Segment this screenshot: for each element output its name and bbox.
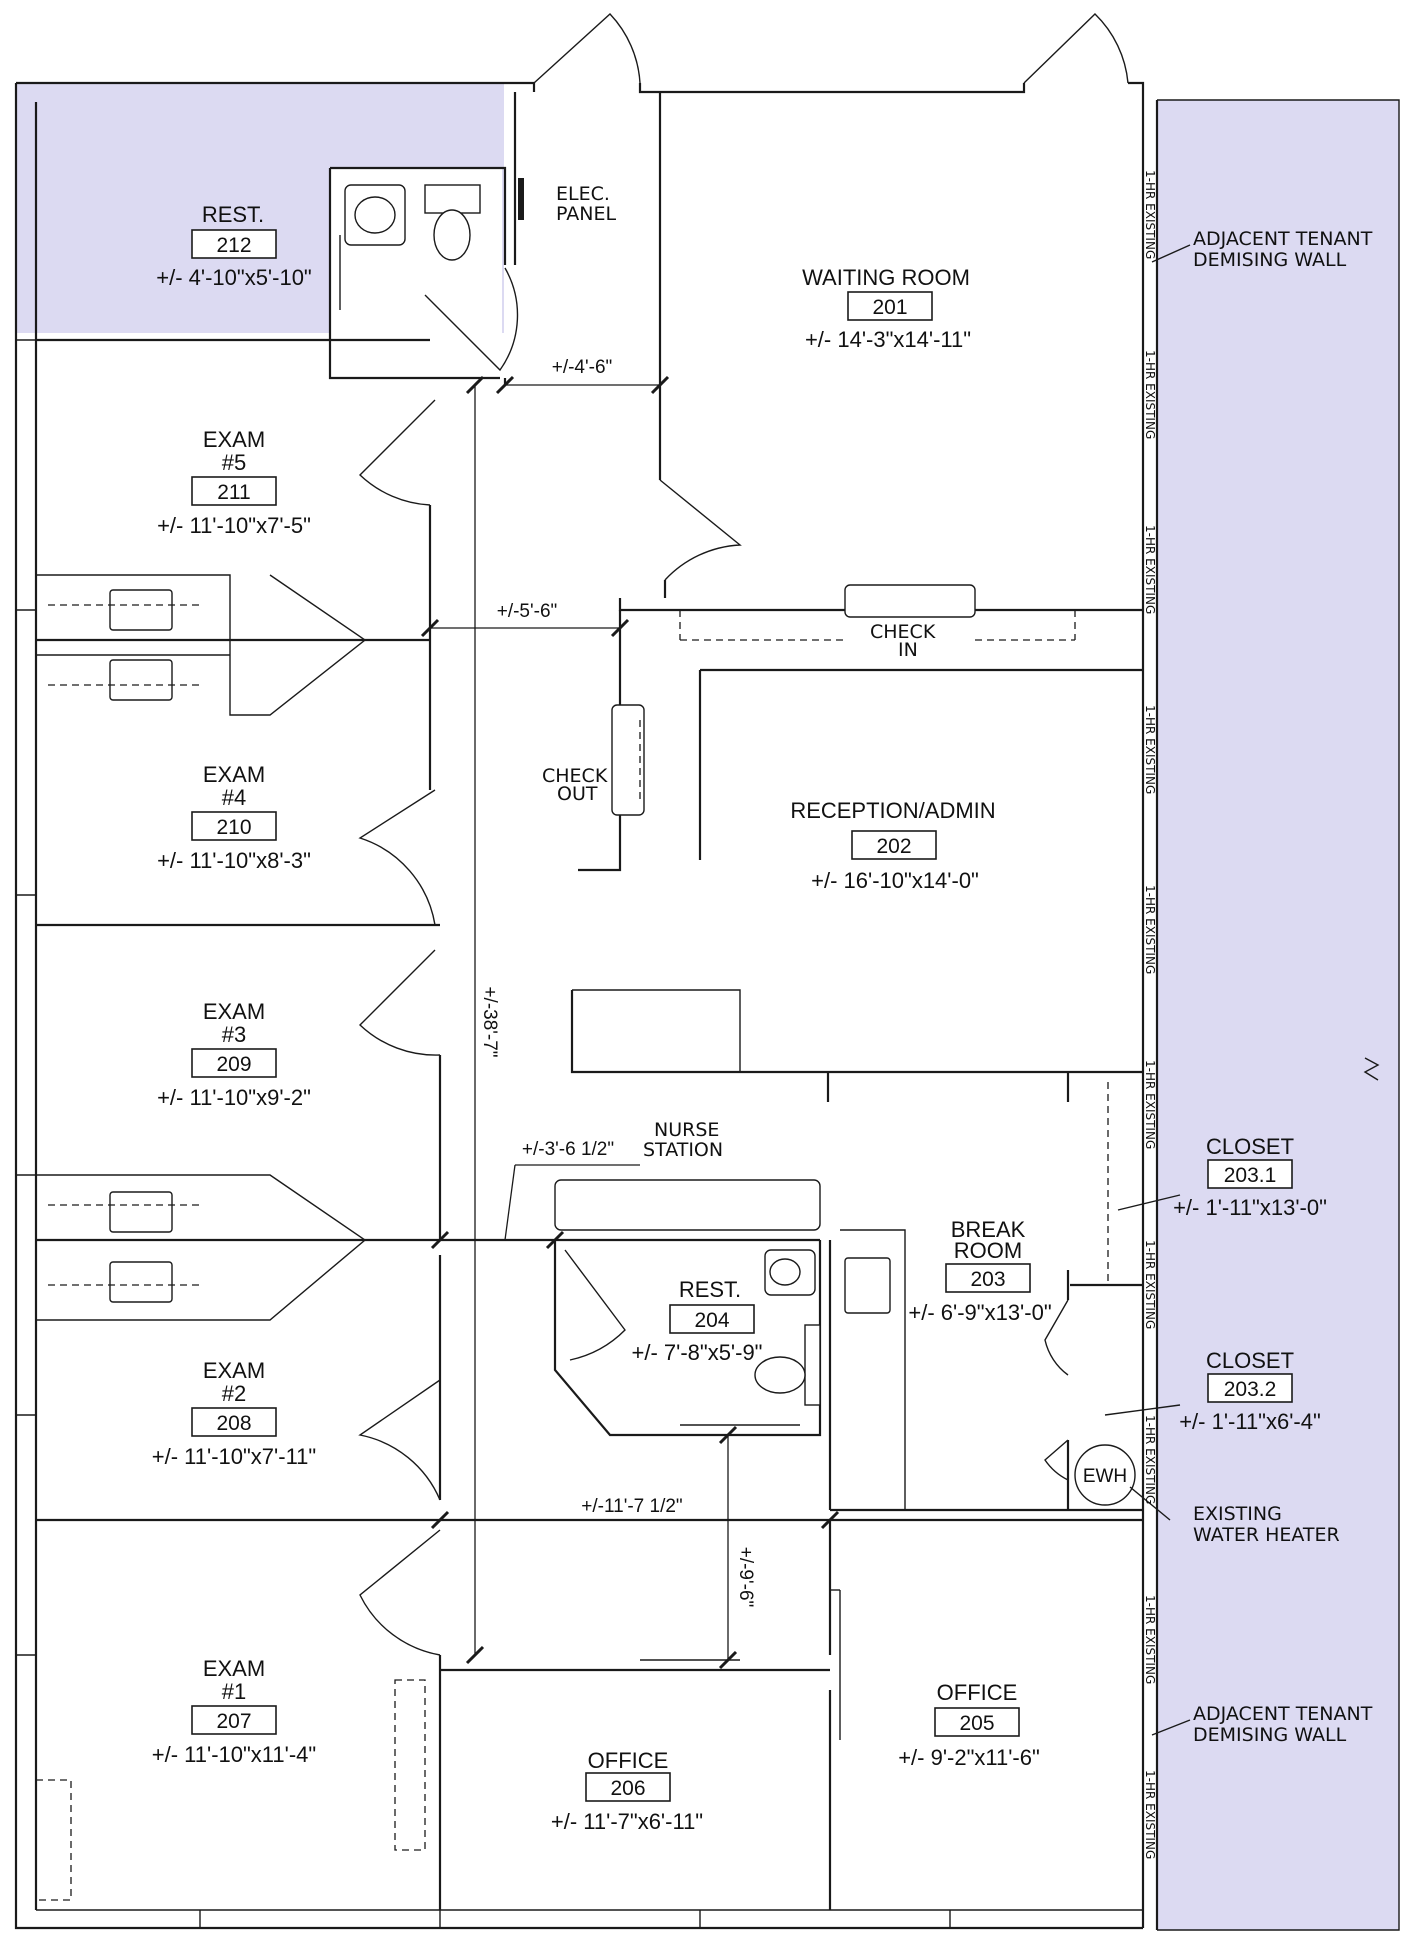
room-sub-exam1: #1 [222,1679,246,1704]
entry-doors [533,13,1129,84]
water-heater-label-1: EXISTING [1193,1503,1282,1525]
room-sub-exam5: #5 [222,450,246,475]
room-size-203-1: +/- 1'-11"x13'-0" [1173,1195,1327,1220]
room-number-209: 209 [216,1053,251,1076]
room-name-closet2: CLOSET [1206,1348,1294,1373]
check-out-label-2: OUT [557,783,598,805]
restroom-212-walls [328,92,519,380]
wall-note-4: 1-HR EXISTING [1143,705,1157,794]
adjacent-tenant-label-top-1: ADJACENT TENANT [1193,228,1373,250]
elec-panel-label-1: ELEC. [556,183,610,205]
room-number-207: 207 [216,1710,251,1733]
wall-note-3: 1-HR EXISTING [1143,525,1157,614]
dimension-38-7: +/-38'-7" [479,986,500,1057]
room-size-202: +/- 16'-10"x14'-0" [811,868,979,893]
adjacent-tenant-label-bottom-1: ADJACENT TENANT [1193,1703,1373,1725]
interior-walls [35,92,1143,1910]
room-number-210: 210 [216,816,251,839]
wall-note-9: 1-HR EXISTING [1143,1595,1157,1684]
room-number-203-1: 203.1 [1224,1164,1277,1187]
room-number-203-2: 203.2 [1224,1378,1277,1401]
room-number-208: 208 [216,1412,251,1435]
room-sub-exam2: #2 [222,1381,246,1406]
room-name-reception: RECEPTION/ADMIN [790,798,995,823]
leader-lines [1104,244,1380,1736]
room-size-206: +/- 11'-7"x6'-11" [551,1809,703,1834]
water-heater-label-2: WATER HEATER [1193,1524,1340,1546]
room-size-203: +/- 6'-9"x13'-0" [908,1300,1051,1325]
nurse-station-counter [554,1179,821,1231]
room-number-204: 204 [694,1309,729,1332]
adjacent-tenant-label-top-2: DEMISING WALL [1193,249,1347,271]
dimension-9-6: +/-9'-6" [735,1547,756,1608]
adjacent-tenant-area [1157,100,1399,1930]
room-size-212: +/- 4'-10"x5'-10" [156,265,311,290]
room-size-208: +/- 11'-10"x7'-11" [152,1444,316,1469]
check-in-counter [844,584,976,618]
adjacent-tenant-label-bottom-2: DEMISING WALL [1193,1724,1347,1746]
check-out-label-1: CHECK [542,765,608,787]
dimension-lines [420,375,840,1670]
room-size-204: +/- 7'-8"x5'-9" [631,1340,762,1365]
room-size-207: +/- 11'-10"x11'-4" [152,1742,316,1767]
room-number-205: 205 [959,1712,994,1735]
room-number-206: 206 [610,1777,645,1800]
room-number-201: 201 [872,296,907,319]
room-number-203: 203 [970,1268,1005,1291]
check-in-label-2: IN [898,639,918,661]
room-name-waiting: WAITING ROOM [802,265,970,290]
wall-note-8: 1-HR EXISTING [1143,1415,1157,1504]
room-name-rest-212: REST. [202,202,264,227]
room-size-211: +/- 11'-10"x7'-5" [157,513,311,538]
room-name-break: BREAK [951,1217,1026,1242]
room-number-212: 212 [216,234,251,257]
room-name-exam5: EXAM [203,427,265,452]
nurse-station-label-2: STATION [643,1139,723,1161]
wall-notes: 1-HR EXISTING 1-HR EXISTING 1-HR EXISTIN… [1143,170,1157,1859]
exterior-walls [14,81,1400,1931]
room-sub-break: ROOM [954,1238,1022,1263]
wall-note-2: 1-HR EXISTING [1143,350,1157,439]
check-in-label-1: CHECK [870,621,936,643]
dimension-3-6: +/-3'-6 1/2" [522,1139,614,1160]
wall-note-1: 1-HR EXISTING [1143,170,1157,259]
room-name-closet1: CLOSET [1206,1134,1294,1159]
dimension-5-6: +/-5'-6" [497,601,558,622]
nurse-station-label-1: NURSE [654,1119,719,1141]
wall-note-10: 1-HR EXISTING [1143,1770,1157,1859]
room-number-202: 202 [876,835,911,858]
room-name-exam3: EXAM [203,999,265,1024]
room-name-office206: OFFICE [588,1748,669,1773]
room-size-203-2: +/- 1'-11"x6'-4" [1179,1409,1321,1434]
room-sub-exam3: #3 [222,1022,246,1047]
elec-panel-label-2: PANEL [556,203,616,225]
room-size-201: +/- 14'-3"x14'-11" [805,327,971,352]
room-labels: REST. 212 +/- 4'-10"x5'-10" EXAM #5 211 … [152,202,1327,1834]
wall-note-7: 1-HR EXISTING [1143,1240,1157,1329]
room-name-exam4: EXAM [203,762,265,787]
dimension-11-7: +/-11'-7 1/2" [581,1496,682,1517]
annotations: ELEC. PANEL CHECK IN CHECK OUT NURSE STA… [542,183,1373,1746]
wall-note-6: 1-HR EXISTING [1143,1060,1157,1149]
water-heater-symbol-text: EWH [1083,1466,1127,1487]
wall-note-5: 1-HR EXISTING [1143,885,1157,974]
room-number-211: 211 [217,481,250,504]
room-name-rest-204: REST. [679,1277,741,1302]
elec-panel [518,178,524,220]
dimension-labels: +/-4'-6" +/-5'-6" +/-38'-7" +/-3'-6 1/2"… [479,357,756,1607]
room-name-exam2: EXAM [203,1358,265,1383]
room-size-209: +/- 11'-10"x9'-2" [157,1085,311,1110]
room-size-205: +/- 9'-2"x11'-6" [898,1745,1040,1770]
room-name-exam1: EXAM [203,1656,265,1681]
room-name-office205: OFFICE [937,1680,1018,1705]
dimension-4-6: +/-4'-6" [552,357,613,378]
water-heater-symbol [1074,1444,1136,1506]
check-out-counter [611,704,645,816]
room-sub-exam4: #4 [222,785,246,810]
room-size-210: +/- 11'-10"x8'-3" [157,848,311,873]
